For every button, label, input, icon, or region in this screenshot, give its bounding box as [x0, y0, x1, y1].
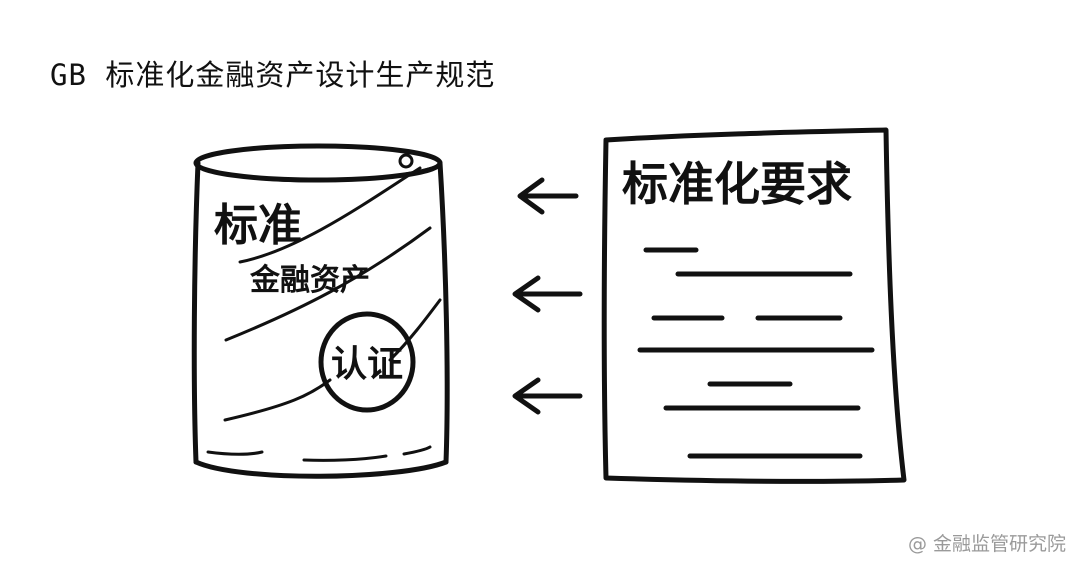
can-label-assets: 金融资产 — [249, 263, 370, 298]
watermark: @ 金融监管研究院 — [908, 529, 1066, 556]
certification-badge-text: 认证 — [331, 344, 403, 385]
can-left-side — [191, 160, 201, 465]
can-label-standard: 标准 — [214, 200, 302, 251]
document-border — [601, 127, 907, 484]
document-heading: 标准化要求 — [622, 157, 852, 211]
standard-can — [191, 143, 450, 479]
watermark-text: 金融监管研究院 — [932, 533, 1066, 555]
at-icon: @ — [907, 533, 927, 555]
arrow-left-icon — [512, 275, 583, 313]
requirements-document — [601, 127, 907, 484]
can-ring-pull — [398, 153, 414, 169]
arrow-left-icon — [512, 377, 583, 415]
page-title: GB 标准化金融资产设计生产规范 — [50, 58, 496, 92]
can-right-side — [437, 160, 450, 465]
can-bottom — [193, 459, 449, 479]
certification-badge-circle — [318, 311, 416, 413]
arrow-left-icon — [517, 177, 579, 215]
